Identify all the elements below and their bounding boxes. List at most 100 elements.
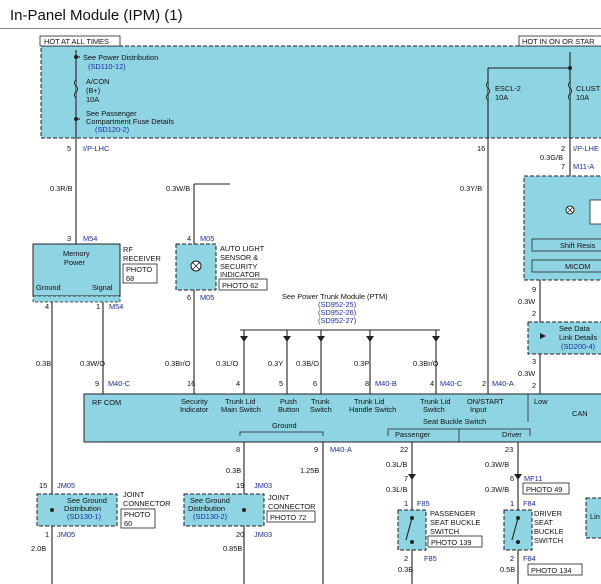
jm-link[interactable]: (SD130-2) [193, 512, 227, 521]
escl-fuse-name: ESCL-2 [495, 84, 521, 93]
main-pin7-num: 4 [430, 379, 434, 388]
jl-l1: See Ground [67, 496, 107, 505]
al-photo-tag [218, 278, 268, 291]
mp-conn[interactable]: M54 [83, 234, 97, 243]
ds-mf11-conn[interactable]: MF11 [524, 474, 542, 483]
wire-label-03p: 0.3P [354, 359, 369, 368]
ps-pin2: 2 [404, 554, 408, 563]
jl-link[interactable]: (SD130-1) [67, 512, 101, 521]
main-m40a-conn[interactable]: M40-A [330, 445, 352, 454]
ds-l3: BUCKLE [534, 527, 564, 536]
main-pin6-conn[interactable]: M40-B [375, 379, 397, 388]
tl2-label: Switch [423, 405, 445, 414]
wire-label-125b: 1.25B [300, 466, 319, 475]
al-l2: SENSOR & [220, 253, 258, 262]
datalink-l2: Link Details [559, 333, 598, 342]
shift-resist-box [531, 238, 601, 252]
tl1-label: Trunk Lid [420, 397, 451, 406]
jl-pin15: 15 [39, 481, 47, 490]
wire-label-03wb: 0.3W/B [166, 184, 190, 193]
ps-l1: PASSENGER [430, 509, 475, 518]
acon-fuse-name: A/CON [86, 77, 109, 86]
jl-photo1: PHOTO [124, 510, 150, 519]
al-l3: SECURITY [220, 262, 257, 271]
wire-label-03w-2: 0.3W [518, 369, 535, 378]
al-conn2[interactable]: M05 [200, 293, 214, 302]
jl-conn[interactable]: JM05 [57, 481, 75, 490]
lin-edge-label: Lin [590, 512, 600, 521]
ds-pin1: 1 [510, 499, 514, 508]
mp-pin4: 4 [45, 302, 49, 311]
acon-ref1: See Power Distribution [83, 53, 158, 62]
al-l1: AUTO LIGHT [220, 244, 265, 253]
mp-label2: Power [64, 258, 85, 267]
ps-conn2[interactable]: F85 [424, 554, 437, 563]
ptm-l4[interactable]: (SD952-27) [318, 316, 356, 325]
th1-label: Trunk Lid [354, 397, 385, 406]
ground-label: Ground [272, 421, 297, 430]
rf-photo1: PHOTO [126, 265, 152, 274]
acon-fuse-rating1: (B+) [86, 86, 100, 95]
ds-photo-tag [522, 482, 570, 495]
wire-label-03b: 0.3B [36, 359, 51, 368]
ptm-l2[interactable]: (SD952-25) [318, 300, 356, 309]
ps-pin1: 1 [404, 499, 408, 508]
jm-conn2[interactable]: JM03 [254, 530, 272, 539]
mp-conn2[interactable]: M54 [109, 302, 123, 311]
datalink-pin2b: 2 [532, 381, 536, 390]
ipm-lhc-conn[interactable]: I/P-LHC [83, 144, 110, 153]
th2-label: Handle Switch [349, 405, 396, 414]
acon-ref1-link[interactable]: (SD110-12) [88, 62, 126, 71]
jl-photo2: 60 [124, 519, 132, 528]
ds-photo: PHOTO 49 [526, 485, 562, 494]
datalink-pin3: 3 [532, 357, 536, 366]
acon-ref2b: Compartment Fuse Details [86, 117, 174, 126]
ps-photo-tag [427, 535, 483, 548]
al-pin6: 6 [187, 293, 191, 302]
title-divider [0, 28, 601, 29]
ds-photo2-tag [527, 563, 583, 576]
jm-conn[interactable]: JM03 [254, 481, 272, 490]
acon-fuse-rating2: 10A [86, 95, 99, 104]
jl-pin1: 1 [45, 530, 49, 539]
al-pin4: 4 [187, 234, 191, 243]
escl-fuse-icon [485, 81, 491, 101]
main-pin2-num: 16 [187, 379, 195, 388]
acon-ref2a: See Passenger [86, 109, 137, 118]
main-pin7-conn[interactable]: M40-C [440, 379, 463, 388]
ipm-pin7: 7 [561, 162, 565, 171]
acon-ref2-link[interactable]: (SD120-2) [95, 125, 129, 134]
data-link-arrow-icon [540, 333, 546, 339]
ds-conn2[interactable]: F84 [523, 499, 536, 508]
ptm-l3[interactable]: (SD952-26) [318, 308, 356, 317]
ipm-lhe-conn[interactable]: I/P-LHE [573, 144, 599, 153]
main-pin1-num: 9 [95, 379, 99, 388]
main-pin4-num: 5 [279, 379, 283, 388]
ds-switch-icon [511, 517, 519, 541]
jl-conn2[interactable]: JM05 [57, 530, 75, 539]
main-module-box [83, 393, 601, 443]
ts2-label: Switch [310, 405, 332, 414]
ipm-pin5: 5 [67, 144, 71, 153]
main-pin8-conn[interactable]: M40-A [492, 379, 514, 388]
wire-label-03b-3: 0.3B [398, 565, 413, 574]
ps-conn[interactable]: F85 [417, 499, 430, 508]
can-label: CAN [572, 409, 588, 418]
wire-label-03lo: 0.3L/O [216, 359, 238, 368]
al-l4: INDICATOR [220, 270, 260, 279]
ps-switch-icon [405, 517, 413, 541]
hot-in-on-tag [518, 35, 601, 47]
ps-connector-icon [408, 474, 416, 480]
wire-label-05b: 0.5B [500, 565, 515, 574]
main-pin1-conn[interactable]: M40-C [108, 379, 131, 388]
ps-l2: SEAT BUCKLE [430, 518, 480, 527]
jl-l2: Distribution [64, 504, 101, 513]
ptm-arrows [240, 330, 440, 394]
datalink-link[interactable]: (SD200-4) [561, 342, 595, 351]
al-conn[interactable]: M05 [200, 234, 214, 243]
ipm-m11-conn[interactable]: M11-A [573, 162, 594, 171]
ds-connector-icon [514, 474, 522, 480]
ds-conn3[interactable]: F84 [523, 554, 536, 563]
mp-ground: Ground [36, 283, 61, 292]
tlm2-label: Main Switch [221, 405, 261, 414]
